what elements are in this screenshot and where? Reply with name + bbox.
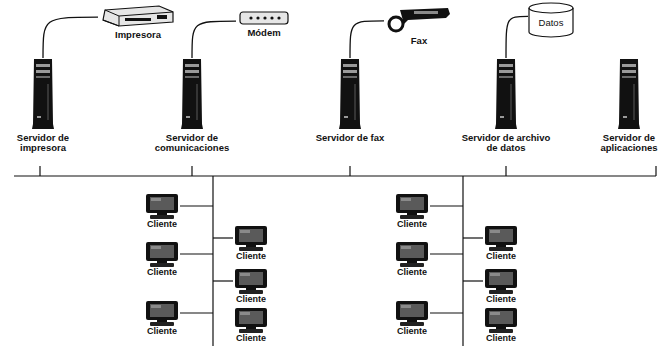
client-workstation: Cliente <box>390 241 434 277</box>
fax-machine: Fax <box>384 4 454 46</box>
branch-line <box>430 253 463 254</box>
server-tower <box>338 58 362 130</box>
client-workstation: Cliente <box>479 307 523 343</box>
client-monitor <box>144 300 180 326</box>
server-tower <box>617 58 641 130</box>
client-monitor <box>144 193 180 219</box>
bus-tap <box>349 166 350 176</box>
branch-line <box>213 237 233 238</box>
client-workstation: Cliente <box>479 225 523 261</box>
client-workstation: Cliente <box>140 193 184 229</box>
client-monitor <box>394 241 430 267</box>
server: Servidor de archivo de datos <box>460 58 552 153</box>
client-monitor <box>483 225 519 251</box>
client-label: Cliente <box>486 252 516 261</box>
server-tower <box>494 58 518 130</box>
client-label: Cliente <box>236 252 266 261</box>
modem-icon <box>239 10 289 26</box>
branch-line <box>180 205 213 206</box>
client-label: Cliente <box>147 220 177 229</box>
client-label: Cliente <box>397 327 427 336</box>
device-cable <box>350 21 384 58</box>
bus-tap <box>39 166 40 176</box>
client-workstation: Cliente <box>390 193 434 229</box>
server-tower <box>180 58 204 130</box>
branch-line <box>430 205 463 206</box>
client-label: Cliente <box>486 334 516 343</box>
drop-line <box>462 176 463 346</box>
branch-line <box>463 280 483 281</box>
branch-line <box>463 237 483 238</box>
client-workstation: Cliente <box>229 268 273 304</box>
bus-tap <box>505 166 506 176</box>
server-tower <box>31 58 55 130</box>
bus-tap <box>655 166 656 176</box>
branch-line <box>180 312 213 313</box>
device-label: Fax <box>411 36 427 46</box>
client-workstation: Cliente <box>390 300 434 336</box>
printer: Impresora <box>98 2 178 40</box>
drop-line <box>212 176 213 346</box>
printer-icon <box>99 2 177 28</box>
client-monitor <box>233 225 269 251</box>
client-workstation: Cliente <box>229 307 273 343</box>
device-label: Módem <box>247 28 280 38</box>
branch-line <box>180 253 213 254</box>
network-bus <box>14 175 656 176</box>
client-label: Cliente <box>486 295 516 304</box>
client-label: Cliente <box>236 295 266 304</box>
client-workstation: Cliente <box>479 268 523 304</box>
fax-icon <box>386 4 452 34</box>
branch-line <box>430 312 463 313</box>
server-label: Servidor de fax <box>311 133 389 143</box>
branch-line <box>213 280 233 281</box>
client-workstation: Cliente <box>229 225 273 261</box>
client-label: Cliente <box>397 268 427 277</box>
client-monitor <box>233 307 269 333</box>
modem: Módem <box>236 10 292 38</box>
server: Servidor de fax <box>311 58 389 143</box>
server: Servidor de impresora <box>4 58 82 153</box>
server-label: Servidor de archivo de datos <box>460 133 552 153</box>
device-label: Datos <box>539 12 564 28</box>
bus-tap <box>191 166 192 176</box>
server: Servidor de comunicaciones <box>141 58 243 153</box>
device-cable <box>43 17 98 58</box>
client-label: Cliente <box>397 220 427 229</box>
client-monitor <box>483 307 519 333</box>
device-label: Impresora <box>115 30 161 40</box>
server: Servidor de aplicaciones <box>596 58 662 153</box>
client-monitor <box>483 268 519 294</box>
server-label: Servidor de aplicaciones <box>596 133 662 153</box>
server-label: Servidor de comunicaciones <box>141 133 243 153</box>
client-workstation: Cliente <box>140 241 184 277</box>
client-label: Cliente <box>236 334 266 343</box>
client-monitor <box>394 193 430 219</box>
device-cable <box>192 21 236 58</box>
client-workstation: Cliente <box>140 300 184 336</box>
client-monitor <box>233 268 269 294</box>
client-label: Cliente <box>147 327 177 336</box>
server-label: Servidor de impresora <box>4 133 82 153</box>
client-monitor <box>144 241 180 267</box>
device-cable <box>506 16 528 58</box>
client-monitor <box>394 300 430 326</box>
data-store: Datos <box>528 2 574 38</box>
client-label: Cliente <box>147 268 177 277</box>
